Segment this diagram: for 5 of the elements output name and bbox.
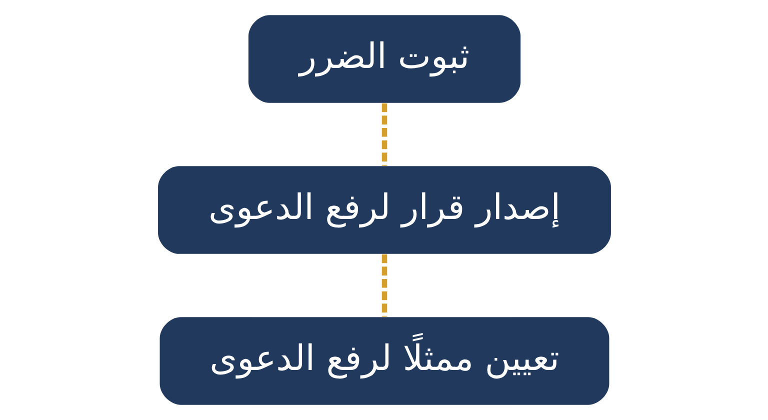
node-box: إصدار قرار لرفع الدعوى <box>158 166 610 254</box>
connector <box>381 254 387 317</box>
connector <box>381 103 387 166</box>
node-box: تعيين ممثلًا لرفع الدعوى <box>159 317 609 405</box>
node-box: ثبوت الضرر <box>248 15 520 103</box>
